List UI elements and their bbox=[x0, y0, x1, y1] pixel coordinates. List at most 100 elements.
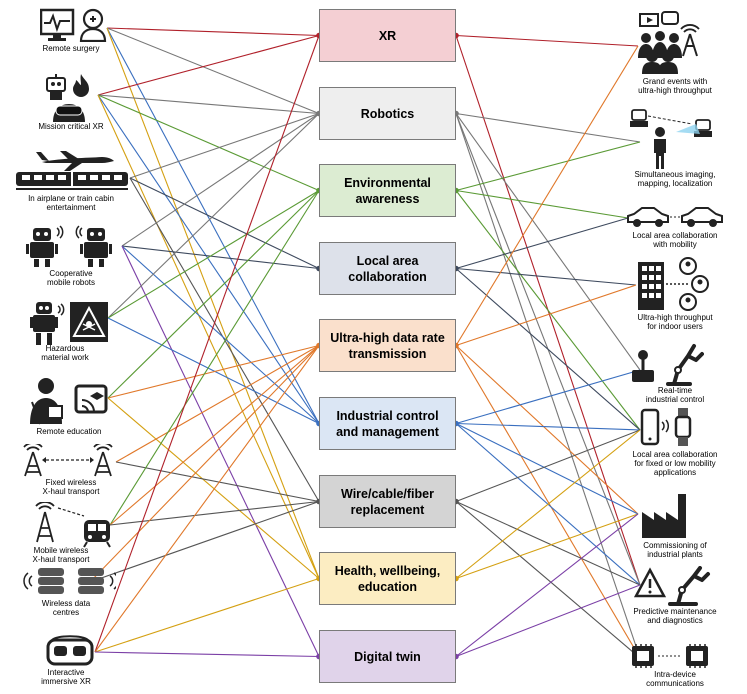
left-connector-line bbox=[129, 177, 320, 502]
left-connector-line bbox=[89, 345, 320, 583]
use-case-remote-surgery: Remote surgery bbox=[42, 44, 100, 53]
category-robotics: Robotics bbox=[319, 87, 456, 140]
category-health-education: Health, wellbeing, education bbox=[319, 552, 456, 605]
right-connector-line bbox=[455, 217, 629, 270]
left-connector-line bbox=[107, 397, 320, 579]
use-case-mobility-collaboration: Local area collaboration with mobility bbox=[632, 231, 718, 249]
category-digital-twin: Digital twin bbox=[319, 630, 456, 683]
use-case-cooperative-robots: Cooperative mobile robots bbox=[46, 269, 96, 287]
left-connector-line bbox=[97, 34, 320, 96]
joystick-arm-icon bbox=[632, 344, 704, 386]
use-case-remote-education: Remote education bbox=[36, 427, 102, 436]
antenna-pair-icon bbox=[23, 444, 113, 477]
category-xr: XR bbox=[319, 9, 456, 62]
left-connector-line bbox=[107, 190, 320, 319]
use-case-indoor-throughput: Ultra-high throughput for indoor users bbox=[637, 313, 713, 331]
category-environmental-awareness: Environmental awareness bbox=[319, 164, 456, 217]
right-connector-line bbox=[455, 141, 641, 192]
phone-watch-icon bbox=[640, 408, 692, 446]
use-case-intra-device: Intra-device communications bbox=[646, 670, 704, 688]
monitor-medical-icon bbox=[40, 8, 107, 42]
right-connector-line bbox=[455, 501, 641, 659]
left-connector-line bbox=[89, 500, 320, 583]
use-case-cabin-entertainment: In airplane or train cabin entertainment bbox=[28, 194, 114, 212]
airplane-train-icon bbox=[16, 151, 128, 190]
antenna-train-icon bbox=[35, 502, 111, 548]
left-connector-line bbox=[106, 27, 320, 37]
person-scan-icon bbox=[630, 109, 712, 169]
left-connector-line bbox=[106, 27, 320, 115]
use-case-fixed-xhaul: Fixed wireless X-haul transport bbox=[42, 478, 100, 496]
right-connector-line bbox=[455, 345, 639, 515]
left-connector-line bbox=[107, 113, 320, 319]
right-connector-line bbox=[455, 423, 639, 515]
left-connector-line bbox=[97, 94, 320, 424]
cars-icon bbox=[627, 207, 723, 227]
right-connector-line bbox=[455, 113, 641, 659]
left-connector-line bbox=[94, 577, 320, 653]
left-connector-line bbox=[109, 190, 320, 526]
left-connector-line bbox=[121, 245, 320, 424]
right-connector-line bbox=[455, 284, 637, 347]
right-connector-line bbox=[455, 429, 641, 579]
left-connector-line bbox=[109, 345, 320, 526]
use-case-commissioning: Commissioning of industrial plants bbox=[643, 541, 707, 559]
use-case-immersive-xr: Interactive immersive XR bbox=[41, 668, 91, 686]
use-case-mobile-xhaul: Mobile wireless X-haul transport bbox=[32, 546, 90, 564]
left-connector-line bbox=[129, 112, 320, 179]
use-case-mission-critical-xr: Mission critical XR bbox=[38, 122, 104, 131]
use-case-fixed-collaboration: Local area collaboration for fixed or lo… bbox=[632, 450, 718, 477]
left-connector-line bbox=[106, 27, 320, 579]
left-connector-line bbox=[94, 345, 320, 653]
chips-icon bbox=[632, 644, 708, 668]
right-connector-line bbox=[455, 513, 639, 657]
left-connector-line bbox=[115, 461, 320, 503]
left-connector-line bbox=[97, 94, 320, 115]
left-connector-line bbox=[121, 245, 320, 270]
mobile-robots-icon bbox=[26, 225, 112, 267]
use-case-data-centres: Wireless data centres bbox=[41, 599, 91, 617]
right-connector-line bbox=[455, 584, 641, 658]
left-connector-line bbox=[97, 94, 320, 579]
right-connector-line bbox=[455, 429, 641, 503]
use-case-hazardous-work: Hazardous material work bbox=[41, 344, 89, 362]
right-connector-line bbox=[455, 267, 637, 286]
right-connector-line bbox=[455, 513, 639, 580]
use-case-grand-events: Grand events with ultra-high throughput bbox=[638, 77, 712, 95]
hazard-robot-icon bbox=[30, 302, 108, 345]
right-connector-line bbox=[455, 345, 641, 659]
building-users-icon bbox=[638, 257, 709, 311]
left-connector-line bbox=[107, 344, 320, 399]
right-connector-line bbox=[455, 500, 641, 586]
teacher-screen-icon bbox=[30, 378, 108, 425]
left-connector-line bbox=[109, 500, 320, 526]
right-connector-line bbox=[455, 422, 641, 431]
right-connector-line bbox=[455, 112, 641, 143]
category-local-area-collaboration: Local area collaboration bbox=[319, 242, 456, 295]
warning-arm-icon bbox=[634, 566, 710, 606]
left-connector-line bbox=[94, 35, 320, 653]
category-industrial-control: Industrial control and management bbox=[319, 397, 456, 450]
use-case-industrial-control: Real-time industrial control bbox=[645, 386, 705, 404]
robot-fire-vr-icon bbox=[46, 74, 89, 122]
left-connector-line bbox=[115, 345, 320, 463]
left-connector-line bbox=[94, 651, 320, 658]
left-connector-line bbox=[107, 317, 320, 424]
crowd-event-icon bbox=[638, 11, 700, 74]
category-wire-replacement: Wire/cable/fiber replacement bbox=[319, 475, 456, 528]
left-connector-line bbox=[129, 177, 320, 269]
use-case-predictive-maintenance: Predictive maintenance and diagnostics bbox=[633, 607, 717, 625]
left-connector-line bbox=[107, 190, 320, 399]
right-connector-line bbox=[455, 190, 641, 431]
use-case-imaging-mapping: Simultaneous imaging, mapping, localizat… bbox=[634, 170, 716, 188]
left-connector-line bbox=[121, 113, 320, 247]
factory-icon bbox=[642, 494, 686, 538]
left-connector-line bbox=[97, 94, 320, 192]
left-connector-line bbox=[106, 27, 320, 424]
category-ultra-high-data-rate: Ultra-high data rate transmission bbox=[319, 319, 456, 372]
right-connector-line bbox=[455, 45, 639, 346]
vr-headset-icon bbox=[46, 635, 94, 666]
right-connector-line bbox=[455, 369, 641, 425]
